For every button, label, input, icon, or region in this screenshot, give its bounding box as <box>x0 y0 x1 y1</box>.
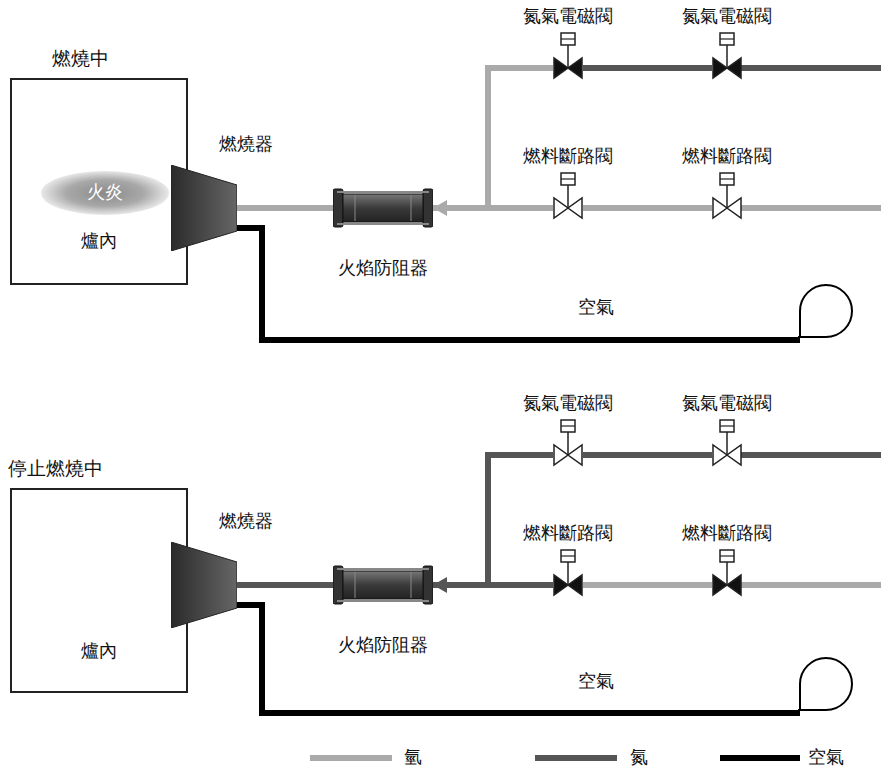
panel-heading: 燃燒中 <box>52 47 109 70</box>
valve-symbol: 燃料斷路閥 <box>553 172 583 220</box>
pipe-connector <box>583 205 712 211</box>
valve-symbol: 氮氣電磁閥 <box>712 32 742 80</box>
part-label: 燃燒器 <box>219 510 273 532</box>
pipe-connector <box>445 455 553 585</box>
pipe-connector <box>583 65 712 71</box>
legend-label: 氮 <box>630 746 648 768</box>
part-label: 氮氣電磁閥 <box>523 5 613 27</box>
pipe-connector <box>583 452 712 458</box>
hydrogen-pipe <box>740 582 881 588</box>
burner-symbol: 燃燒器 <box>171 165 237 251</box>
flame-arrester: 火焰防阻器 <box>333 564 433 606</box>
pipe-connector <box>237 582 333 588</box>
arrow-head <box>433 577 447 593</box>
region-label: 爐內 <box>12 640 186 662</box>
hydrogen-pipe <box>740 205 881 211</box>
flow-label: 空氣 <box>578 670 614 692</box>
nitrogen-pipe <box>740 65 881 71</box>
flow-label: 空氣 <box>578 296 614 318</box>
pipe-connector <box>583 582 712 588</box>
part-label: 燃燒器 <box>219 133 273 155</box>
valve-symbol: 燃料斷路閥 <box>712 172 742 220</box>
panel-heading: 停止燃燒中 <box>8 457 103 480</box>
part-label: 燃料斷路閥 <box>682 145 772 167</box>
pipe-connector <box>445 68 553 208</box>
legend-swatch <box>310 755 392 761</box>
legend-label: 氫 <box>404 746 422 768</box>
part-label: 燃料斷路閥 <box>523 522 613 544</box>
valve-symbol: 氮氣電磁閥 <box>553 32 583 80</box>
air-pipe <box>236 605 800 713</box>
furnace-box: 停止燃燒中爐內 <box>10 488 188 693</box>
part-label: 燃料斷路閥 <box>523 145 613 167</box>
valve-symbol: 氮氣電磁閥 <box>712 419 742 467</box>
valve-symbol: 氮氣電磁閥 <box>553 419 583 467</box>
furnace-box: 燃燒中爐內火炎 <box>10 78 188 285</box>
nitrogen-pipe <box>740 452 881 458</box>
legend-swatch <box>535 755 617 761</box>
region-label: 爐內 <box>12 230 186 252</box>
valve-symbol: 燃料斷路閥 <box>553 549 583 597</box>
blower-symbol <box>798 285 852 337</box>
flame-label: 火炎 <box>40 181 170 203</box>
part-label: 氮氣電磁閥 <box>682 392 772 414</box>
blower-symbol <box>798 658 852 710</box>
legend-swatch <box>720 755 800 761</box>
part-label: 火焰防阻器 <box>338 634 428 656</box>
part-label: 火焰防阻器 <box>338 257 428 279</box>
valve-symbol: 燃料斷路閥 <box>712 549 742 597</box>
pipe-connector <box>237 205 333 211</box>
part-label: 氮氣電磁閥 <box>523 392 613 414</box>
flame-shape: 火炎 <box>40 170 170 216</box>
air-pipe <box>236 228 800 340</box>
burner-symbol: 燃燒器 <box>171 542 237 628</box>
arrow-head <box>433 200 447 216</box>
part-label: 氮氣電磁閥 <box>682 5 772 27</box>
part-label: 燃料斷路閥 <box>682 522 772 544</box>
flame-arrester: 火焰防阻器 <box>333 187 433 229</box>
legend-label: 空氣 <box>808 746 844 768</box>
